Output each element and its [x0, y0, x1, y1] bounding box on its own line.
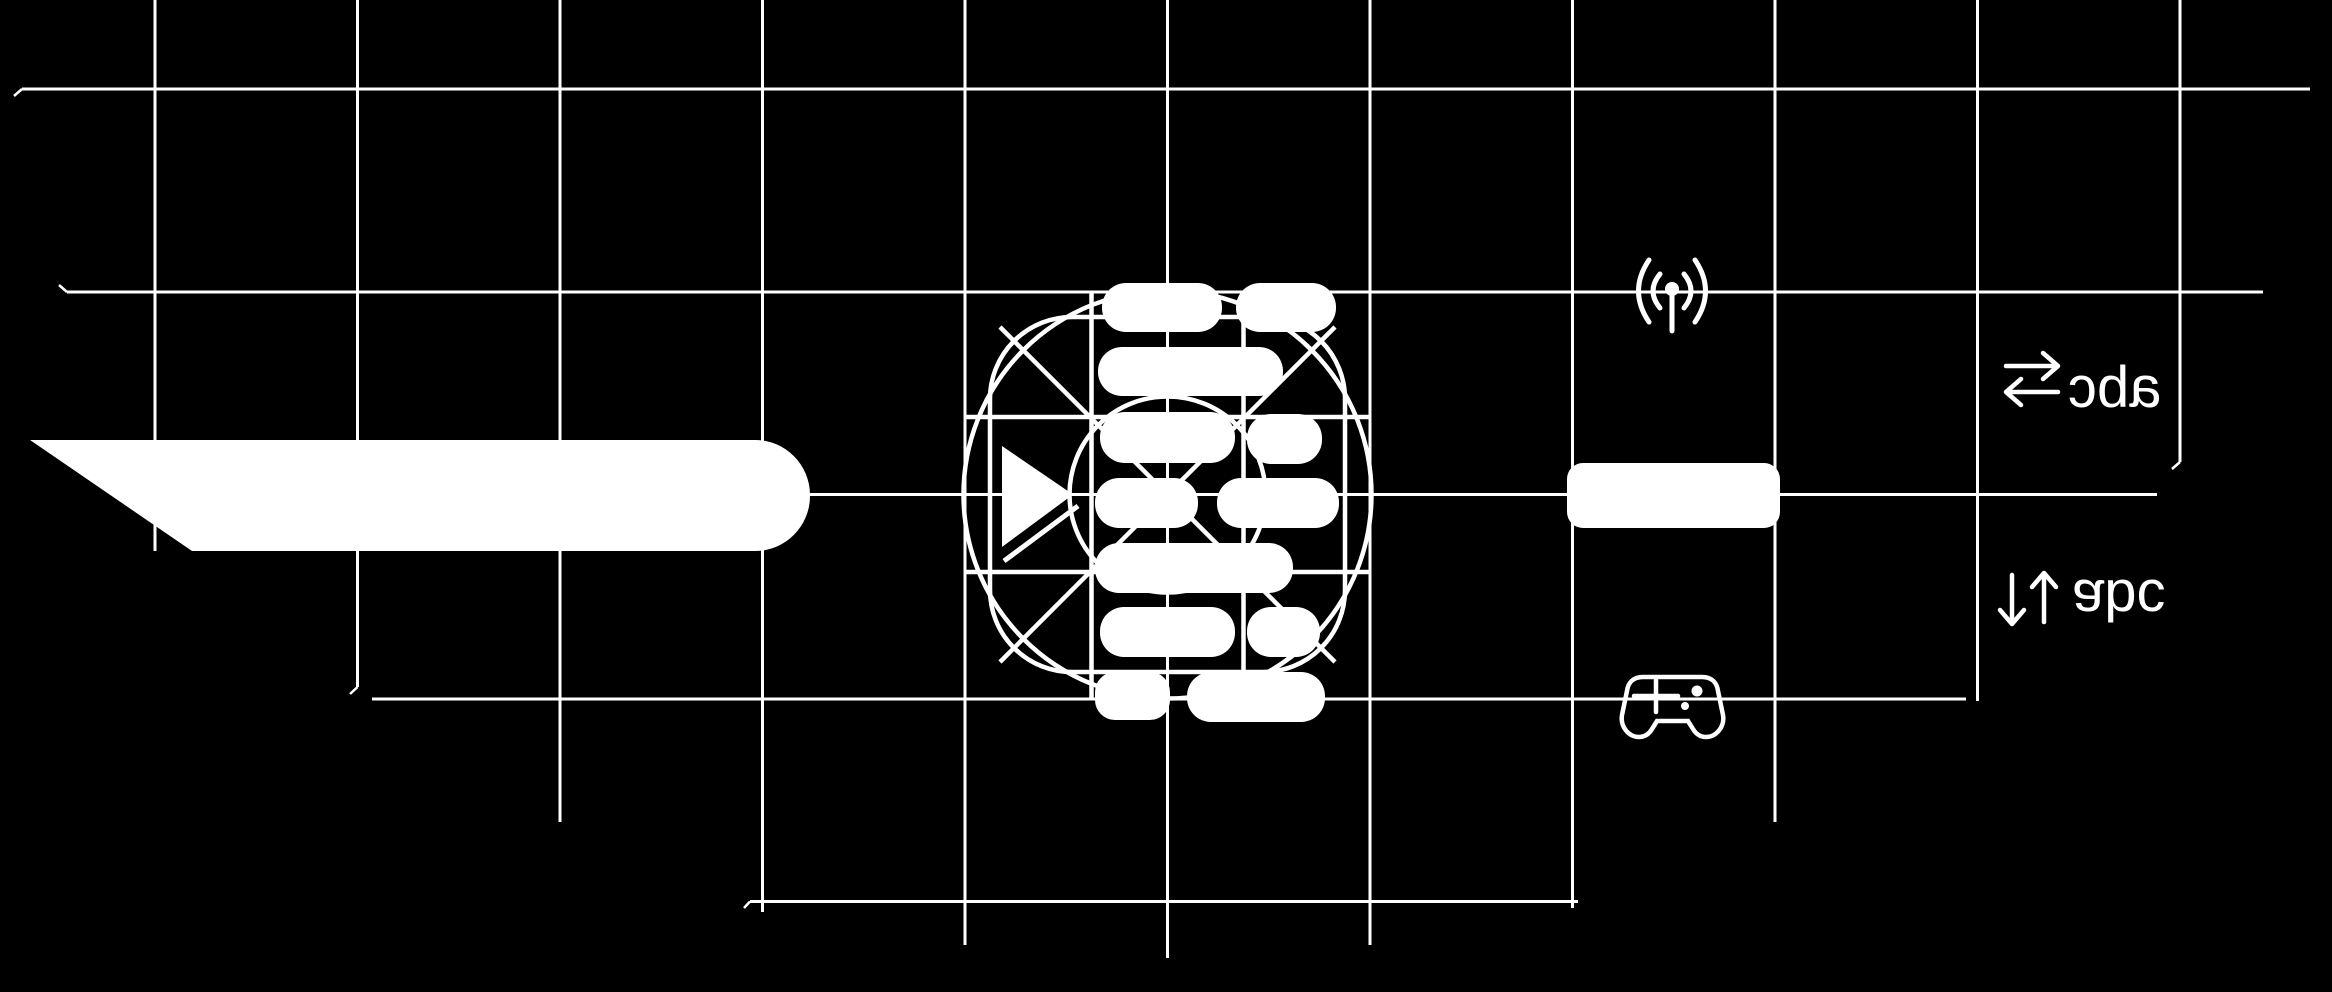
voice-pill — [1095, 543, 1293, 593]
dongle-rect — [1567, 463, 1780, 528]
voice-pill — [1100, 607, 1235, 657]
voice-pill — [1100, 412, 1235, 463]
flipped-abc-text: abc — [2072, 567, 2166, 632]
voice-pills — [1095, 283, 1339, 722]
mirrored-text-label-horizontal: abc — [2068, 355, 2162, 420]
play-icon — [1002, 446, 1080, 564]
voice-pill — [1098, 347, 1283, 396]
down-up-arrows-icon — [1997, 570, 2059, 627]
voice-pill — [1095, 478, 1198, 528]
gamepad-button — [1681, 702, 1689, 710]
voice-pill — [1102, 283, 1222, 332]
gamepad-dpad-cross — [1631, 677, 1681, 715]
mirrored-abc-text: abc — [2068, 355, 2162, 420]
voice-pill — [1247, 414, 1322, 464]
voice-pill — [1095, 672, 1170, 720]
voice-pill — [1217, 478, 1339, 528]
voice-pill — [1236, 283, 1336, 332]
swap-horizontal-arrows-icon — [2003, 350, 2061, 408]
voice-pill — [1247, 607, 1320, 657]
beam-shape — [30, 440, 810, 551]
gamepad-button — [1691, 685, 1703, 697]
grid-ticks — [13, 88, 2181, 909]
mirrored-text-label-vertical: abc — [2072, 567, 2166, 632]
broadcast-antenna-icon — [1636, 257, 1708, 334]
voice-pill — [1187, 672, 1325, 722]
gamepad-icon — [1619, 674, 1726, 740]
